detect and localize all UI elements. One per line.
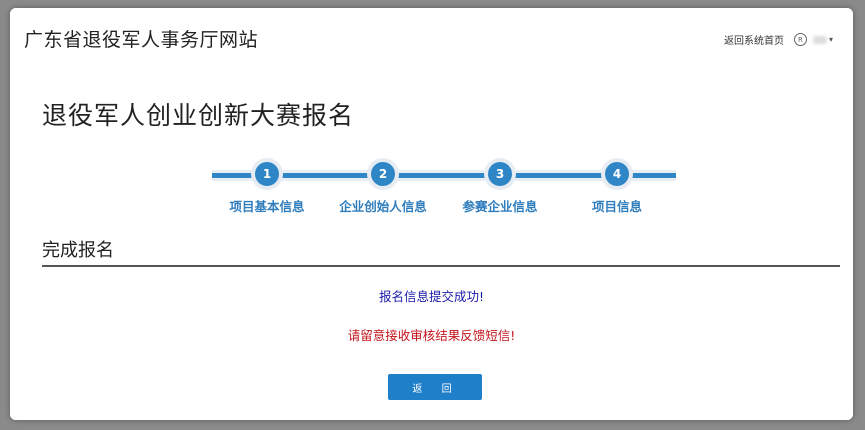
step-number: 2 [371,162,395,186]
success-message: 报名信息提交成功! [378,289,484,304]
step-2: 2 企业创始人信息 [323,156,443,215]
step-number: 4 [605,162,629,186]
progress-stepper: 1 项目基本信息 2 企业创始人信息 3 参赛企业信息 4 项目信息 [208,156,678,216]
user-circle-icon[interactable]: R [793,33,807,46]
header-user-area: 返回系统首页 R ▾ [724,32,833,47]
browser-window: 广东省退役军人事务厅网站 返回系统首页 R ▾ 退役军人创业创新大赛报名 1 项… [10,8,853,420]
step-1: 1 项目基本信息 [207,156,327,215]
back-button[interactable]: 返 回 [388,374,482,400]
step-label: 企业创始人信息 [339,199,427,214]
notice-message: 请留意接收审核结果反馈短信! [347,328,516,343]
section-divider [42,265,840,267]
step-label: 项目信息 [591,199,642,214]
step-number: 3 [488,162,512,186]
site-title: 广东省退役军人事务厅网站 [24,29,259,51]
step-label: 参赛企业信息 [462,199,538,214]
step-label: 项目基本信息 [229,199,305,214]
main-content: 退役军人创业创新大赛报名 1 项目基本信息 2 企业创始人信息 3 参赛企业信息… [10,66,853,420]
section-title: 完成报名 [42,240,114,261]
site-header: 广东省退役军人事务厅网站 返回系统首页 R ▾ [10,8,853,66]
home-link[interactable]: 返回系统首页 [723,36,784,47]
chevron-down-icon[interactable]: ▾ [828,35,833,44]
step-4: 4 项目信息 [557,156,677,215]
page-title: 退役军人创业创新大赛报名 [42,101,355,130]
step-3: 3 参赛企业信息 [440,156,560,215]
step-number: 1 [255,162,279,186]
stepper-track [212,173,676,178]
user-name[interactable] [812,35,827,44]
